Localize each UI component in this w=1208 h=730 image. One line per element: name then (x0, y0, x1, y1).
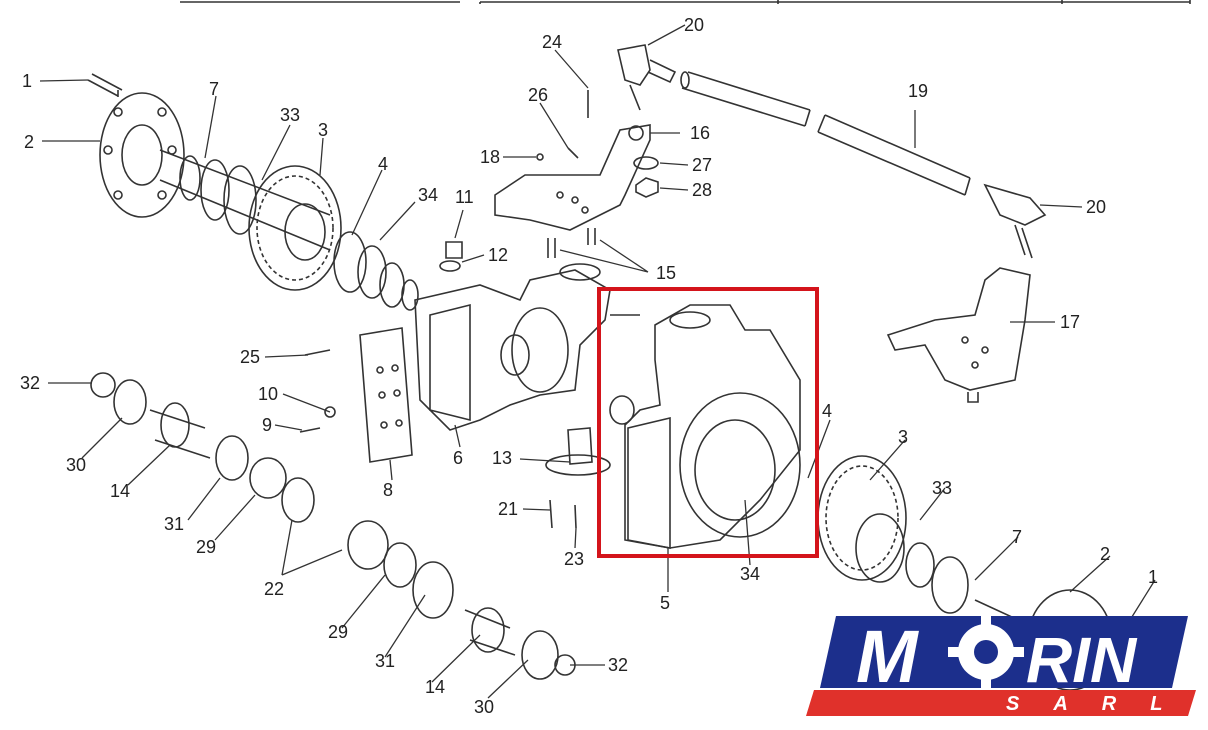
part-label: 34 (418, 185, 439, 205)
part-label: 32 (20, 373, 41, 393)
part-label: 4 (822, 401, 833, 421)
ball-joint-top (617, 44, 677, 111)
part-label: 7 (209, 79, 220, 99)
ball-joint-right (983, 183, 1047, 259)
part-label: 14 (110, 481, 131, 501)
part-label: 4 (378, 154, 389, 174)
bearings-lower-center (347, 520, 576, 680)
shaft-left (159, 149, 331, 251)
logo-letter-m: M (856, 615, 919, 698)
logo-sarl: SARL (1006, 693, 1196, 715)
part-label: 19 (908, 81, 929, 101)
part-label: 24 (542, 32, 563, 52)
part-label: 16 (690, 123, 711, 143)
logo-letters-rin: RIN (1026, 624, 1138, 696)
part-label: 2 (1100, 544, 1111, 564)
highlight-box (597, 287, 819, 558)
logo-red-band (806, 690, 1196, 716)
gasket-plate (359, 327, 413, 463)
part-label: 8 (383, 480, 394, 500)
part-label: 13 (492, 448, 513, 468)
washer-12 (439, 260, 461, 272)
part-label: 5 (660, 593, 671, 613)
part-label: 7 (1012, 527, 1023, 547)
washer-27 (633, 156, 659, 170)
part-label: 32 (608, 655, 629, 675)
part-label: 1 (1148, 567, 1159, 587)
part-label: 14 (425, 677, 446, 697)
stud-left (87, 73, 123, 97)
part-label: 17 (1060, 312, 1081, 332)
part-label: 23 (564, 549, 585, 569)
pins-15 (547, 228, 596, 258)
part-label: 30 (66, 455, 87, 475)
part-label: 31 (164, 514, 185, 534)
part-label: 9 (262, 415, 273, 435)
part-label: 33 (932, 478, 953, 498)
part-label: 26 (528, 85, 549, 105)
part-label: 3 (318, 120, 329, 140)
part-label: 25 (240, 347, 261, 367)
part-label: 2 (24, 132, 35, 152)
washer-18 (536, 153, 544, 161)
part-label: 1 (22, 71, 33, 91)
part-label: 11 (455, 187, 474, 207)
bearing-stack-left (333, 231, 419, 311)
steering-arm-top (494, 124, 651, 231)
part-13 (545, 427, 611, 476)
part-label: 27 (692, 155, 713, 175)
bearings-left-column (90, 372, 315, 523)
part-label: 28 (692, 180, 713, 200)
morin-sarl-logo: M RIN SARL (806, 614, 1196, 716)
part-label: 29 (196, 537, 217, 557)
part-label: 22 (264, 579, 285, 599)
gear-left (248, 165, 342, 291)
steering-arm-right (886, 267, 1031, 403)
part-label: 29 (328, 622, 349, 642)
part-label: 15 (656, 263, 677, 283)
part-label: 30 (474, 697, 495, 717)
part-label: 33 (280, 105, 301, 125)
part-label: 31 (375, 651, 396, 671)
knuckle-housing-center (414, 263, 611, 431)
washer-10 (324, 406, 336, 418)
knuckle-housing-highlighted (609, 304, 801, 549)
tie-rod (680, 71, 971, 196)
part-label: 21 (498, 499, 519, 519)
nut-28 (635, 177, 659, 198)
part-label: 20 (1086, 197, 1107, 217)
part-label: 3 (898, 427, 909, 447)
part-label: 10 (258, 384, 279, 404)
part-label: 18 (480, 147, 501, 167)
small-bolts (299, 90, 589, 529)
part-label: 34 (740, 564, 761, 584)
frame-lines (180, 0, 1191, 4)
part-label: 20 (684, 15, 705, 35)
part-label: 6 (453, 448, 464, 468)
part-label: 12 (488, 245, 509, 265)
leader-lines (39, 24, 1156, 699)
